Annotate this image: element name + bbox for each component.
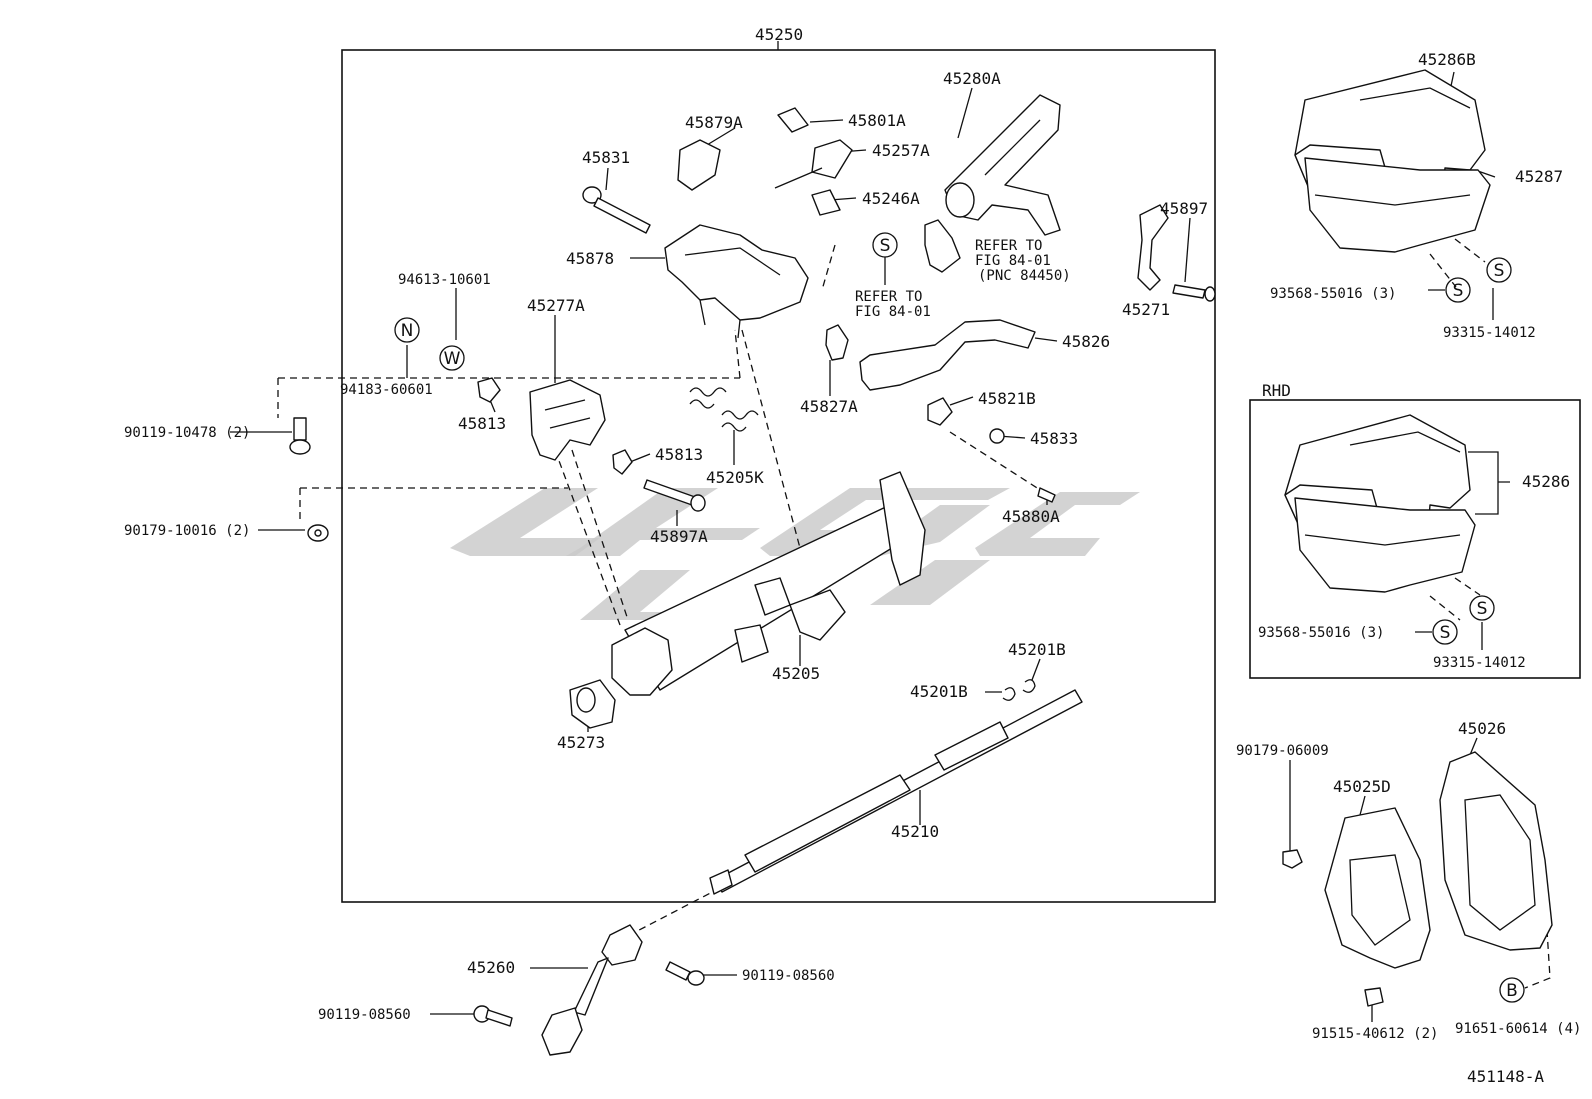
- refer-note-2-line-2: FIG 84-01: [855, 304, 931, 320]
- part-label: 45280A: [943, 69, 1001, 88]
- hole-cover-45026: [1439, 751, 1553, 951]
- plate-nut-bolt: [927, 397, 1056, 503]
- frame-label: 45250: [755, 25, 803, 44]
- symbol-b: [1499, 977, 1525, 1003]
- part-label: 45205: [772, 664, 820, 683]
- part-label: 91651-60614 (4): [1455, 1021, 1581, 1037]
- column-upper-bracket: [664, 224, 809, 339]
- part-label: 93315-14012: [1443, 325, 1536, 341]
- lock-bracket-45277A: [529, 379, 606, 461]
- spring-45205K: [689, 387, 759, 432]
- part-label: 93315-14012: [1433, 655, 1526, 671]
- part-label: 45826: [1062, 332, 1110, 351]
- symbol-s-3-text: S: [1440, 623, 1451, 643]
- part-label: 45210: [891, 822, 939, 841]
- main-shaft-45210: [709, 689, 1083, 895]
- refer-notes: REFER TO FIG 84-01 (PNC 84450) REFER TO …: [855, 238, 1071, 320]
- bolt-45831: [582, 186, 651, 234]
- symbol-s-2: [1486, 257, 1512, 283]
- left-fasteners: [289, 417, 329, 542]
- intermediate-shaft-45260: [541, 924, 643, 1056]
- part-label: 90179-06009: [1236, 743, 1329, 759]
- bolt-45897A: [643, 479, 706, 512]
- part-label: 45201B: [910, 682, 968, 701]
- part-label: 45827A: [800, 397, 858, 416]
- dashed-guides: [277, 238, 1551, 989]
- rhd-label: RHD: [1262, 381, 1291, 400]
- part-label: 45813: [655, 445, 703, 464]
- rhd-frame: [1249, 399, 1581, 679]
- small-switch-parts: [677, 107, 961, 273]
- symbol-b-text: B: [1506, 981, 1518, 1001]
- symbol-w: [439, 345, 465, 371]
- part-label: 45821B: [978, 389, 1036, 408]
- symbol-s-1-text: S: [1453, 281, 1464, 301]
- hole-cover-45025D: [1324, 807, 1431, 969]
- symbol-s-5-text: S: [880, 236, 891, 256]
- part-label: 90119-08560: [742, 968, 835, 984]
- part-label: 90119-08560: [318, 1007, 411, 1023]
- rhd-lower-cover: [1294, 497, 1476, 593]
- part-label: 45260: [467, 958, 515, 977]
- part-label: 45271: [1122, 300, 1170, 319]
- bush-45273: [569, 679, 616, 729]
- part-label: 45813: [458, 414, 506, 433]
- refer-note-1-line-2: FIG 84-01: [975, 253, 1051, 269]
- steering-column-tube: [611, 471, 926, 696]
- part-label: 45880A: [1002, 507, 1060, 526]
- frame-labels: 45250 RHD 451148-A: [755, 25, 1544, 1086]
- lower-right-fasteners: [1282, 849, 1384, 1007]
- part-label: 45273: [557, 733, 605, 752]
- symbol-s-4-text: S: [1477, 599, 1488, 619]
- symbol-s-2-text: S: [1494, 261, 1505, 281]
- part-label: 45246A: [862, 189, 920, 208]
- part-label: 91515-40612 (2): [1312, 1026, 1438, 1042]
- symbol-s-4: [1469, 595, 1495, 621]
- part-labels: 45286B 45287 93568-55016 (3) 93315-14012…: [124, 50, 1581, 1042]
- part-label: 45831: [582, 148, 630, 167]
- part-label: 90179-10016 (2): [124, 523, 250, 539]
- figure-code: 451148-A: [1467, 1067, 1544, 1086]
- part-label: 45878: [566, 249, 614, 268]
- part-label: 45801A: [848, 111, 906, 130]
- lower-column-cover: [1304, 157, 1491, 253]
- support-bracket-45826: [825, 319, 1036, 391]
- part-label: 93568-55016 (3): [1258, 625, 1384, 641]
- part-label: 93568-55016 (3): [1270, 286, 1396, 302]
- clip-45813: [477, 377, 633, 475]
- part-label: 45879A: [685, 113, 743, 132]
- ignition-housing: [944, 94, 1061, 236]
- lock-lever-45271: [1137, 204, 1216, 302]
- refer-note-1-line-1: REFER TO: [975, 238, 1042, 254]
- part-label: 94183-60601: [340, 382, 433, 398]
- symbol-s-1: [1445, 277, 1471, 303]
- part-label: 45897: [1160, 199, 1208, 218]
- part-label: 45277A: [527, 296, 585, 315]
- part-label: 45897A: [650, 527, 708, 546]
- circled-symbols: S S S S S N W B: [394, 232, 1525, 1003]
- refer-note-2-line-1: REFER TO: [855, 289, 922, 305]
- part-label: 45201B: [1008, 640, 1066, 659]
- part-label: 45287: [1515, 167, 1563, 186]
- part-label: 45026: [1458, 719, 1506, 738]
- part-label: 45833: [1030, 429, 1078, 448]
- symbol-n-text: N: [401, 321, 414, 341]
- bolts-90119-08560: [473, 961, 705, 1027]
- symbol-s-3: [1432, 619, 1458, 645]
- part-label: 94613-10601: [398, 272, 491, 288]
- part-label: 45257A: [872, 141, 930, 160]
- part-label: 45286: [1522, 472, 1570, 491]
- symbol-w-text: W: [444, 349, 461, 369]
- symbol-n: [394, 317, 420, 343]
- part-label: 90119-10478 (2): [124, 425, 250, 441]
- snap-rings-45201B: [1002, 679, 1036, 701]
- part-label: 45286B: [1418, 50, 1476, 69]
- main-assembly-frame: [341, 49, 1216, 903]
- refer-note-1-line-3: (PNC 84450): [978, 268, 1071, 284]
- part-label: 45205K: [706, 468, 764, 487]
- part-label: 45025D: [1333, 777, 1391, 796]
